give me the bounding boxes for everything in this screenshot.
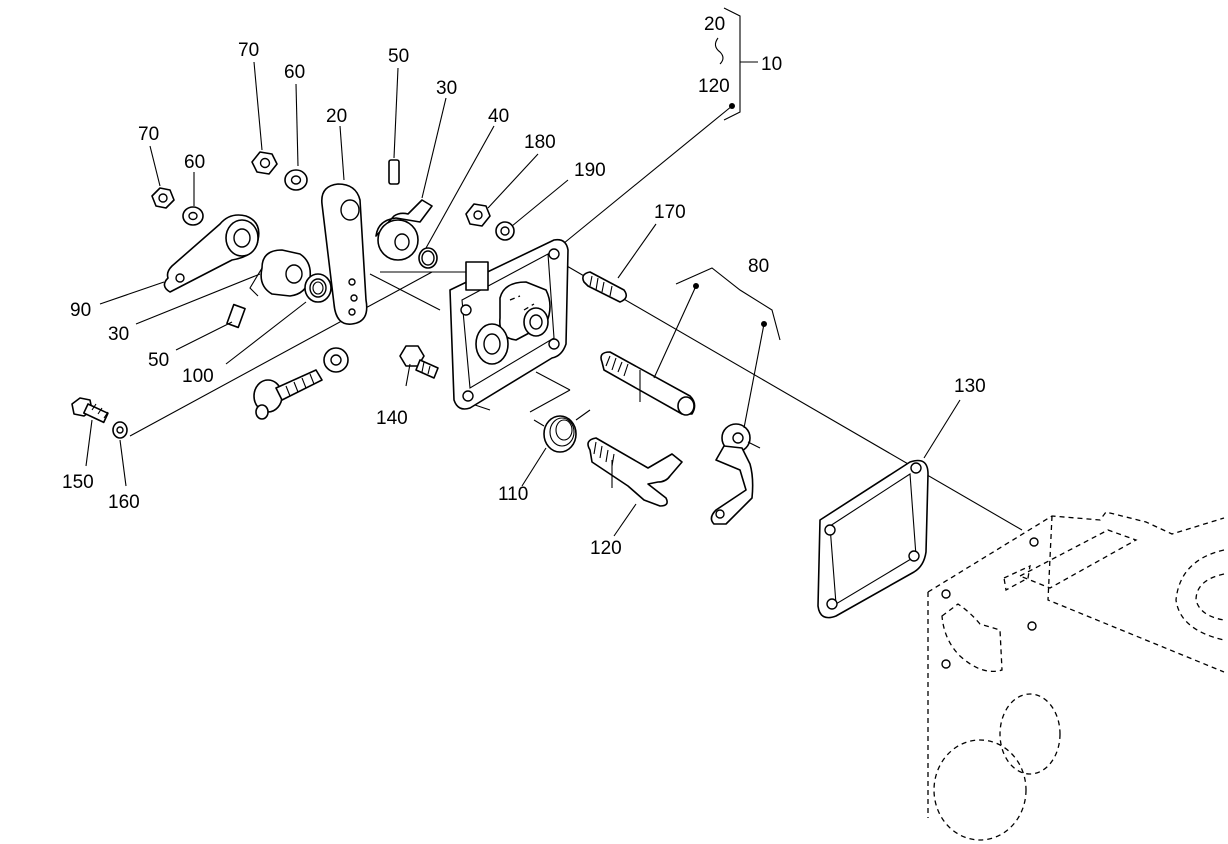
callout-60-top: 60 (284, 62, 305, 83)
cover-plate (449, 238, 569, 410)
assembly-axis-lines (129, 261, 1023, 531)
seal-100 (304, 273, 332, 303)
washer-60-top (284, 169, 308, 191)
callout-90: 90 (70, 300, 91, 321)
stop-screw (253, 369, 323, 420)
washer-190 (495, 221, 515, 241)
arm-20 (321, 183, 368, 325)
callout-70-left: 70 (138, 124, 159, 145)
callout-170: 170 (654, 202, 686, 223)
callout-20-group: 20 (704, 14, 725, 35)
washer-60-left (182, 206, 204, 226)
callout-140: 140 (376, 408, 408, 429)
lever-80 (710, 423, 761, 525)
callout-150: 150 (62, 472, 94, 493)
callout-160: 160 (108, 492, 140, 513)
cam-30-top (375, 199, 433, 261)
callout-180: 180 (524, 132, 556, 153)
callout-80: 80 (748, 256, 769, 277)
cam-30-left (249, 249, 312, 297)
shaft-80 (600, 351, 696, 416)
leader-lines (85, 61, 961, 537)
pin-50-top (388, 159, 400, 185)
callout-70-top: 70 (238, 40, 259, 61)
nut-70-left (151, 187, 175, 209)
callout-10: 10 (761, 54, 782, 75)
bolt-150 (71, 397, 109, 424)
callout-130: 130 (954, 376, 986, 397)
locknut (323, 347, 349, 373)
callout-50-top: 50 (388, 46, 409, 67)
pin-50-left (226, 303, 246, 329)
gasket-130 (817, 459, 929, 619)
bolt-140 (399, 345, 439, 379)
stud-170 (582, 271, 628, 303)
callout-190: 190 (574, 160, 606, 181)
callout-100: 100 (182, 366, 214, 387)
callout-110: 110 (498, 484, 528, 505)
spring-110 (533, 409, 591, 453)
callout-30-top: 30 (436, 78, 457, 99)
shaft-120 (587, 437, 683, 507)
callout-20: 20 (326, 106, 347, 127)
nut-180 (465, 203, 491, 227)
callout-30-left: 30 (108, 324, 129, 345)
oring-40 (418, 247, 438, 269)
callout-60-left: 60 (184, 152, 205, 173)
engine-block (927, 511, 1225, 841)
callout-120: 120 (590, 538, 622, 559)
callout-labels: 10 20 120 70 60 20 50 30 40 180 190 70 6… (62, 14, 986, 559)
callout-120-group: 120 (698, 76, 730, 97)
nut-70-top (251, 151, 278, 175)
callout-50-left: 50 (148, 350, 169, 371)
callout-40: 40 (488, 106, 509, 127)
lever-90 (163, 214, 260, 293)
bracket-group-10 (557, 7, 758, 249)
washer-160 (112, 421, 128, 439)
